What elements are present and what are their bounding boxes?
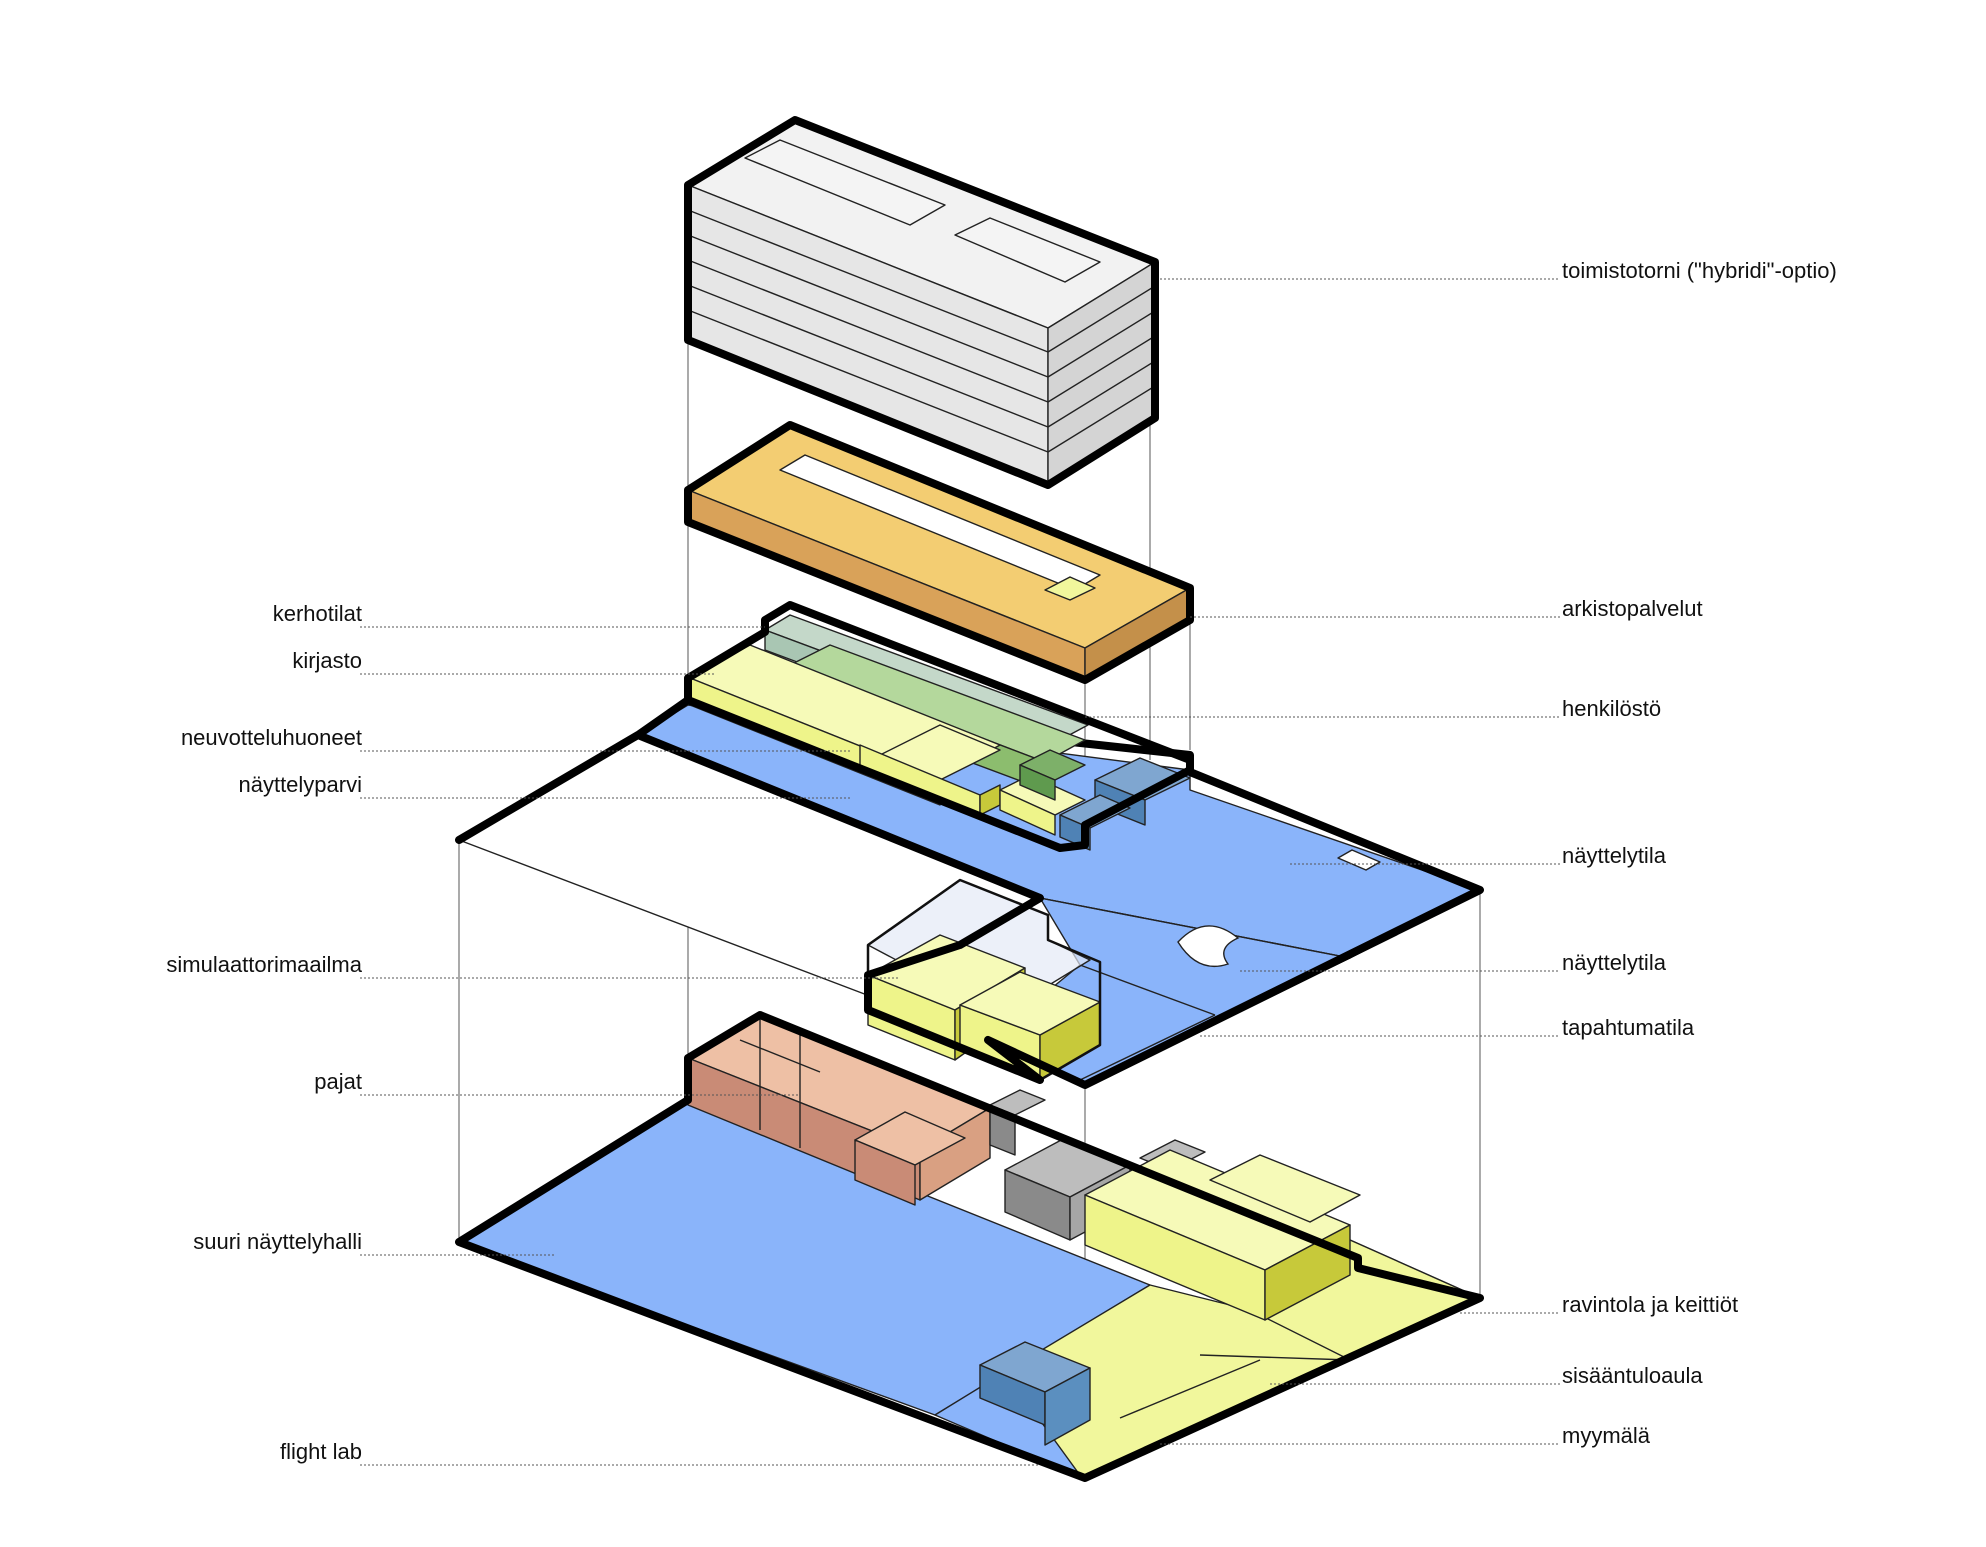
tower-floor-lines (687, 209, 1156, 453)
arkistopalvelut-outline (684, 421, 1194, 684)
label-myymala: myymälä (1562, 1423, 1651, 1448)
upper-floor-outline (684, 601, 1194, 852)
ground-floor (455, 1011, 1484, 1482)
pajat-block-side (919, 1107, 991, 1201)
tower-block-2 (954, 217, 1101, 283)
label-henkilosto: henkilöstö (1562, 696, 1661, 721)
henkilosto-green-front (1019, 764, 1056, 801)
label-arkistopalvelut: arkistopalvelut (1562, 596, 1703, 621)
ravintola-tall-top (1209, 1154, 1361, 1223)
label-kirjasto: kirjasto (292, 648, 362, 673)
leader-lines (360, 278, 1560, 1466)
nayttelytila-marker (1337, 849, 1381, 871)
yellow-lower-front (999, 789, 1056, 836)
tower-block-1 (744, 139, 946, 226)
label-flight-lab: flight lab (280, 1439, 362, 1464)
label-sisaantuloaula: sisääntuloaula (1562, 1363, 1703, 1388)
ground-floor-outline (455, 1011, 1484, 1482)
pajat-small-front (854, 1139, 916, 1206)
tapahtumatila-blob (1177, 925, 1240, 968)
flight-lab-box-side (1044, 1367, 1091, 1446)
label-tapahtumatila: tapahtumatila (1562, 1015, 1695, 1040)
label-pajat: pajat (314, 1069, 362, 1094)
label-ravintola: ravintola ja keittiöt (1562, 1292, 1738, 1317)
arkisto-small-box (1044, 576, 1096, 601)
arkisto-courtyard (779, 454, 1101, 591)
upper-floor (684, 601, 1194, 852)
tower-outline (684, 116, 1159, 489)
archive-level (684, 421, 1194, 684)
labels-left: kerhotilat kirjasto neuvotteluhuoneet nä… (166, 601, 362, 1464)
label-neuvotteluhuoneet: neuvotteluhuoneet (181, 725, 362, 750)
labels-right: toimistotorni ("hybridi"-optio) arkistop… (1562, 258, 1837, 1448)
office-tower (684, 116, 1159, 489)
label-nayttelytila-1: näyttelytila (1562, 843, 1667, 868)
label-nayttelyparvi: näyttelyparvi (238, 772, 362, 797)
label-suuri-nayttelyhalli: suuri näyttelyhalli (193, 1229, 362, 1254)
label-toimistotorni: toimistotorni ("hybridi"-optio) (1562, 258, 1837, 283)
label-kerhotilat: kerhotilat (273, 601, 362, 626)
label-nayttelytila-2: näyttelytila (1562, 950, 1667, 975)
label-simulaattorimaailma: simulaattorimaailma (166, 952, 362, 977)
